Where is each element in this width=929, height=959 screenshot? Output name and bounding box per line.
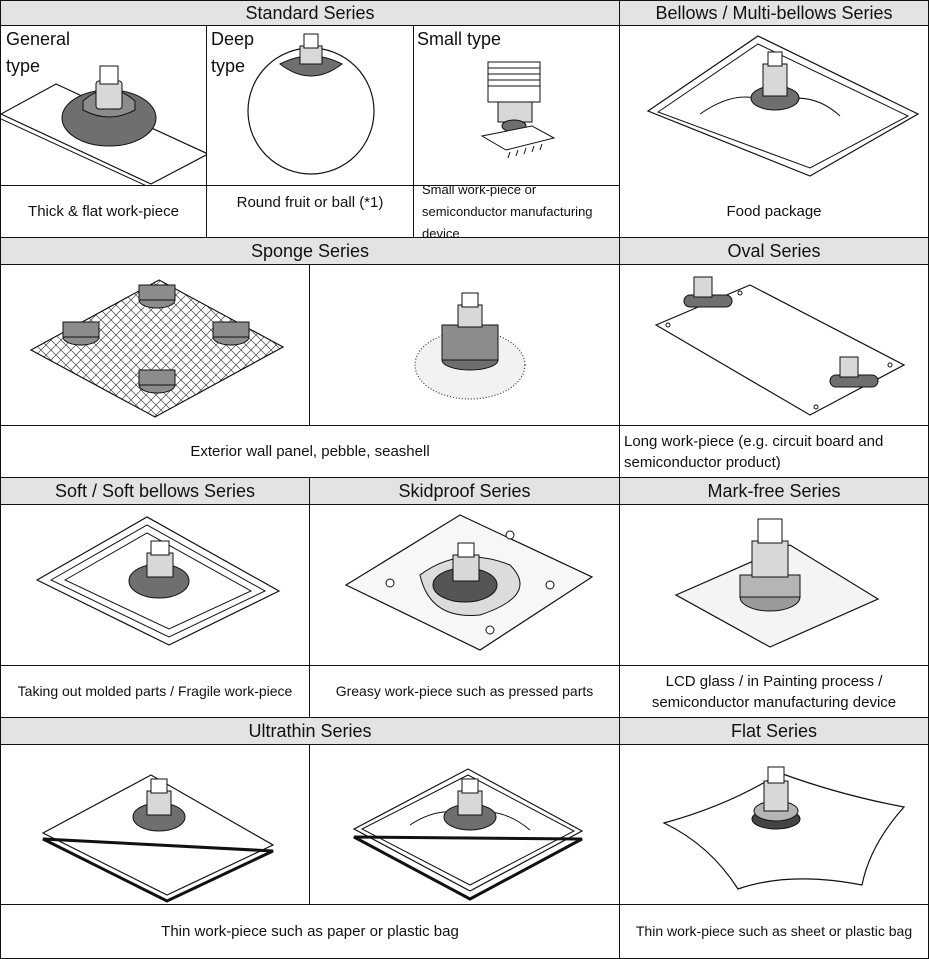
- picture-small-type: Small type: [414, 26, 620, 186]
- soft-pad-illustration: [35, 516, 281, 646]
- header-bellows-series: Bellows / Multi-bellows Series: [620, 0, 929, 26]
- header-oval-series: Oval Series: [620, 238, 929, 265]
- bellows-pad-illustration: [646, 35, 920, 177]
- sponge-panel-illustration: [29, 279, 285, 418]
- picture-oval-series: [620, 265, 929, 426]
- header-text: Flat Series: [730, 720, 818, 741]
- desc-markfree-series: LCD glass / in Painting process / semico…: [620, 666, 929, 718]
- header-text: Oval Series: [727, 240, 821, 261]
- desc-small-type: Small work-piece or semiconductor manufa…: [414, 186, 620, 238]
- picture-flat-series: [620, 745, 929, 905]
- picture-deep-type: Deep type: [207, 26, 414, 186]
- flat-pad-illustration: [662, 766, 906, 890]
- header-text: Mark-free Series: [707, 480, 841, 501]
- picture-skidproof-series: [310, 505, 620, 666]
- label-general-type: General type: [6, 29, 71, 76]
- header-standard-series: Standard Series: [0, 0, 620, 26]
- markfree-pad-illustration: [674, 518, 880, 648]
- skidproof-pad-illustration: [344, 514, 594, 651]
- label-deep-type: Deep type: [211, 29, 255, 76]
- picture-ultrathin-paper: [0, 745, 310, 905]
- desc-bellows-series: Food package: [620, 186, 929, 238]
- header-text: Skidproof Series: [398, 480, 531, 501]
- header-text: Bellows / Multi-bellows Series: [655, 2, 893, 23]
- desc-oval-series: Long work-piece (e.g. circuit board and …: [620, 426, 929, 478]
- desc-deep-type: Round fruit or ball (*1): [207, 186, 414, 238]
- picture-sponge-pad: [310, 265, 620, 426]
- header-ultrathin-series: Ultrathin Series: [0, 718, 620, 745]
- oval-pad-illustration: [654, 276, 906, 416]
- header-flat-series: Flat Series: [620, 718, 929, 745]
- picture-ultrathin-bag: [310, 745, 620, 905]
- desc-soft-series: Taking out molded parts / Fragile work-p…: [0, 666, 310, 718]
- desc-general-type: Thick & flat work-piece: [0, 186, 207, 238]
- header-sponge-series: Sponge Series: [0, 238, 620, 265]
- picture-general-type: General type: [0, 26, 207, 186]
- desc-skidproof-series: Greasy work-piece such as pressed parts: [310, 666, 620, 718]
- desc-ultrathin-series: Thin work-piece such as paper or plastic…: [0, 905, 620, 959]
- sponge-pad-illustration: [414, 292, 526, 400]
- label-small-type: Small type: [417, 29, 502, 49]
- picture-markfree-series: [620, 505, 929, 666]
- header-text: Standard Series: [245, 2, 375, 23]
- header-text: Soft / Soft bellows Series: [54, 480, 256, 501]
- picture-soft-series: [0, 505, 310, 666]
- header-soft-series: Soft / Soft bellows Series: [0, 478, 310, 505]
- picture-sponge-panel: [0, 265, 310, 426]
- header-markfree-series: Mark-free Series: [620, 478, 929, 505]
- deep-pad-illustration: [247, 33, 375, 175]
- general-pad-illustration: [1, 65, 206, 185]
- header-skidproof-series: Skidproof Series: [310, 478, 620, 505]
- ultrathin-bag-illustration: [352, 768, 584, 901]
- desc-sponge-series: Exterior wall panel, pebble, seashell: [0, 426, 620, 478]
- small-pad-illustration: [480, 61, 556, 159]
- header-text: Sponge Series: [250, 240, 370, 261]
- ultrathin-paper-illustration: [41, 774, 275, 903]
- desc-flat-series: Thin work-piece such as sheet or plastic…: [620, 905, 929, 959]
- header-text: Ultrathin Series: [248, 720, 372, 741]
